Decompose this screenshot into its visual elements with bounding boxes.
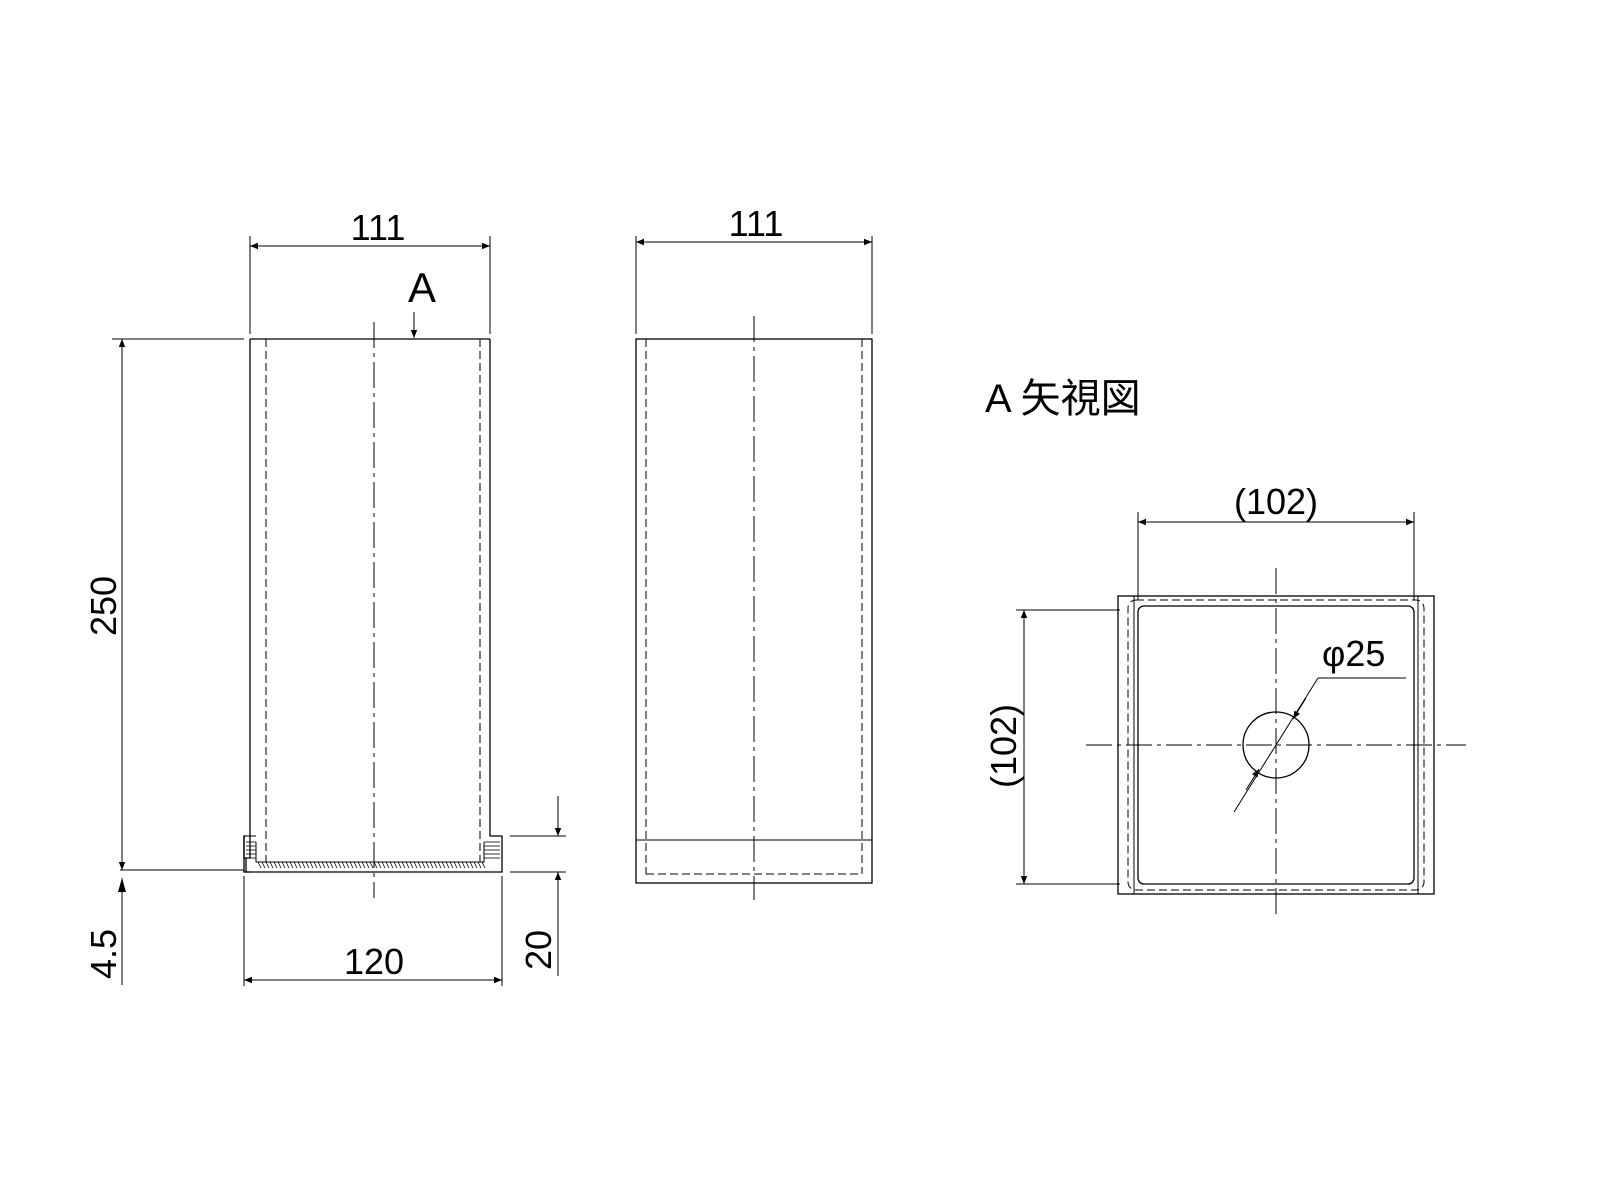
hatch-line (285, 861, 290, 869)
hatch-line (401, 861, 406, 869)
hatch-line (289, 861, 294, 869)
hatch-line (349, 861, 354, 869)
hatch-line (381, 861, 386, 869)
arrow-height-dim-text: (102) (983, 704, 1024, 788)
hatch-line (425, 861, 430, 869)
hatch-line (417, 861, 422, 869)
hatch-line (421, 861, 426, 869)
hatch-line (413, 861, 418, 869)
hatch-line (341, 861, 346, 869)
hatch-line (297, 861, 302, 869)
hatch-line (325, 861, 330, 869)
hatch-line (481, 861, 486, 869)
hatch-line (329, 861, 334, 869)
hatch-line (365, 861, 370, 869)
hatch-line (469, 861, 474, 869)
hatch-line (393, 861, 398, 869)
arrow-view: A 矢視図 (102) (102) φ25 (983, 377, 1466, 918)
hatch-line (265, 861, 270, 869)
front-view-dimensions: 111 A 250 4.5 120 20 (83, 207, 566, 986)
hatch-line (277, 861, 282, 869)
hatch-line (445, 861, 450, 869)
front-view-left-wall (243, 339, 251, 859)
base-thickness-dim-text: 4.5 (83, 929, 124, 979)
hatch-line (389, 861, 394, 869)
hatch-line (309, 861, 314, 869)
side-width-dim-text: 111 (729, 203, 784, 244)
hatch-line (477, 861, 482, 869)
hatch-line (317, 861, 322, 869)
hatch-line (409, 861, 414, 869)
hatch-line (437, 861, 442, 869)
front-view-base-inner (255, 842, 485, 863)
hatch-line (461, 861, 466, 869)
hatch-line (429, 861, 434, 869)
dim-4-5-arrow (118, 878, 126, 892)
front-view-base-left (243, 836, 250, 873)
hatch-line (397, 861, 402, 869)
hatch-line (269, 861, 274, 869)
hatch-line (453, 861, 458, 869)
hatch-line (321, 861, 326, 869)
hatch-line (369, 861, 374, 869)
hatch-line (357, 861, 362, 869)
hatch-line (361, 861, 366, 869)
base-height-dim-text: 20 (518, 930, 559, 970)
hatch-line (257, 861, 262, 869)
hatch-line (261, 861, 266, 869)
front-width-dim-text: 111 (351, 207, 406, 248)
hatch-line (449, 861, 454, 869)
view-arrow-label: A (408, 264, 436, 311)
hatch-line (281, 861, 286, 869)
hatch-line (337, 861, 342, 869)
hatch-line (473, 861, 478, 869)
front-view (120, 322, 503, 898)
hatch-line (405, 861, 410, 869)
hatch-line (293, 861, 298, 869)
front-height-dim-text: 250 (83, 576, 124, 636)
arrow-width-dim-text: (102) (1234, 481, 1318, 522)
base-width-dim-text: 120 (344, 941, 404, 982)
front-view-base-hatching (246, 841, 500, 869)
arrow-view-title: A 矢視図 (985, 377, 1141, 421)
hatch-line (353, 861, 358, 869)
hatch-line (305, 861, 310, 869)
hole-dim-arrow-upper (1292, 697, 1307, 720)
hatch-line (313, 861, 318, 869)
hatch-line (377, 861, 382, 869)
hatch-line (385, 861, 390, 869)
hatch-line (273, 861, 278, 869)
side-view: 111 (635, 203, 873, 900)
hatch-line (441, 861, 446, 869)
hole-dim-arrow-lower (1245, 768, 1260, 791)
hole-dim-text: φ25 (1322, 633, 1385, 674)
hatch-line (301, 861, 306, 869)
front-view-right-wall (245, 339, 503, 873)
hatch-line (457, 861, 462, 869)
hatch-line (465, 861, 470, 869)
hatch-line (345, 861, 350, 869)
hatch-line (433, 861, 438, 869)
hatch-line (333, 861, 338, 869)
